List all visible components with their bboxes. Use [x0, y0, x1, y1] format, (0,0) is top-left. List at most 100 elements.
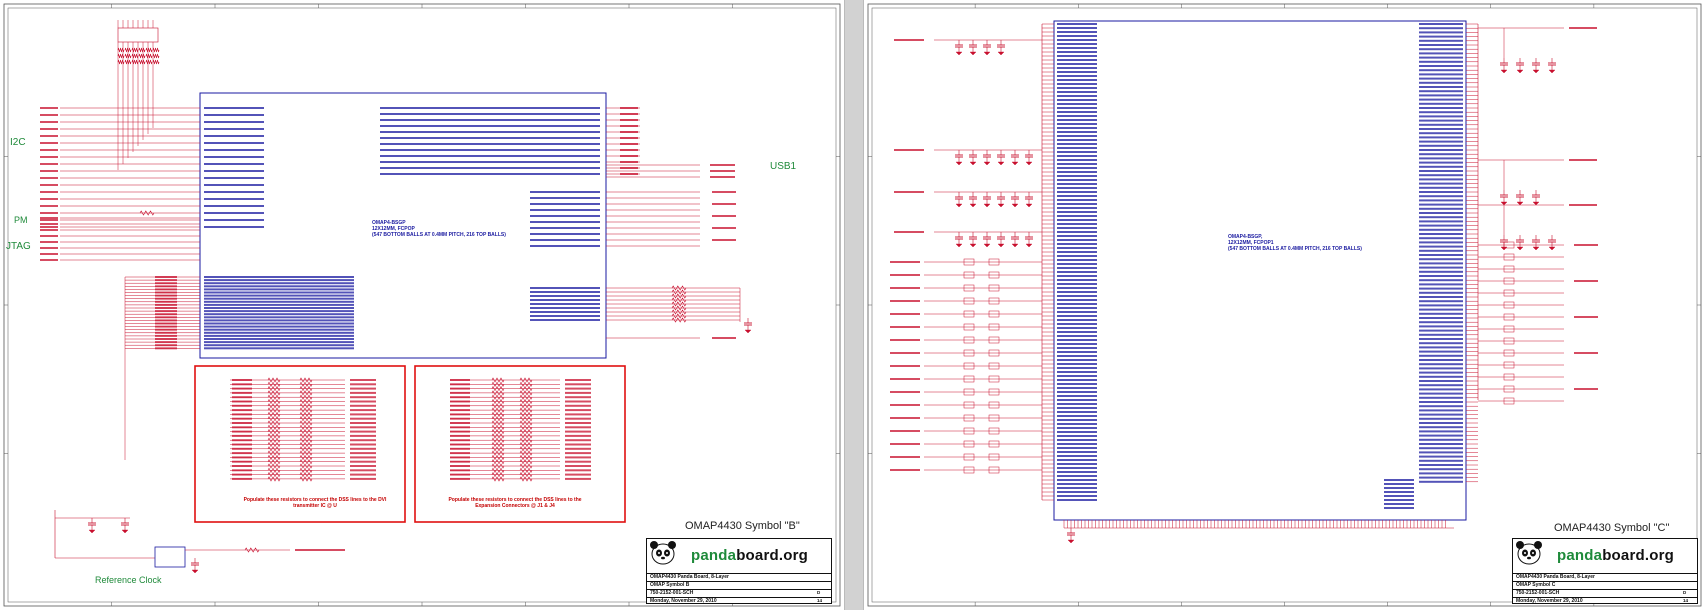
chip-pin-name — [1057, 363, 1097, 365]
net-label-reference-clock: Reference Clock — [95, 575, 162, 585]
decoupling-capacitor — [983, 203, 991, 208]
supply-net-name — [890, 443, 920, 445]
chip-pin-name — [1419, 354, 1463, 357]
supply-net-name — [1574, 352, 1598, 354]
dvi-resistor — [267, 454, 281, 461]
chip-pin-name — [1419, 262, 1463, 265]
supply-net-name — [894, 191, 924, 193]
chip-pin-name — [380, 131, 600, 133]
dss-net-name — [155, 319, 177, 322]
decoupling-capacitor — [988, 258, 1000, 266]
chip-pin-name — [1419, 186, 1463, 189]
chip-pin-name — [1057, 163, 1097, 165]
supply-net-name — [890, 391, 920, 393]
dvi-out-name — [350, 452, 376, 455]
exp-net-name — [450, 404, 470, 407]
right-net-name — [620, 149, 638, 151]
dss-net-name — [155, 344, 177, 347]
exp-resistor — [519, 377, 533, 383]
chip-pin-name — [1419, 65, 1463, 67]
exp-out-name — [565, 469, 591, 472]
dvi-net-name — [232, 460, 252, 463]
exp-net-name — [450, 379, 470, 381]
chip-pin-name — [1057, 67, 1097, 69]
dvi-resistor — [299, 416, 313, 422]
dvi-resistor — [299, 433, 313, 439]
dvi-net-name — [232, 473, 252, 476]
chip-pin-name — [1057, 283, 1097, 285]
chip-pin-name — [1384, 507, 1414, 509]
chip-pin-name — [1057, 63, 1097, 65]
exp-net-name — [450, 473, 470, 476]
exp-net-name — [450, 456, 470, 459]
right-net-name — [620, 131, 638, 133]
exp-resistor — [491, 390, 505, 396]
chip-pin-name — [1057, 135, 1097, 137]
chip-pin-name — [1419, 237, 1463, 240]
dvi-net-name — [232, 422, 252, 424]
chip-pin-name — [1057, 27, 1097, 29]
supply-net-name — [894, 231, 924, 233]
supply-net-name — [1569, 204, 1597, 206]
usb-net-name — [710, 176, 735, 178]
chip-pin-name — [1057, 39, 1097, 41]
chip-pin-name — [1419, 123, 1463, 126]
dvi-net-name — [232, 447, 252, 450]
exp-net-name — [450, 434, 470, 437]
chip-pin-name — [1057, 403, 1097, 405]
exp-net-name — [450, 447, 470, 450]
ground-symbol — [88, 529, 96, 534]
supply-net-name — [890, 300, 920, 302]
decoupling-capacitor — [1516, 201, 1524, 206]
chip-pin-name — [1057, 115, 1097, 117]
chip-pin-name — [1419, 132, 1463, 135]
decoupling-capacitor — [1532, 69, 1540, 74]
dss-pin-name — [204, 344, 354, 347]
dvi-out-name — [350, 473, 376, 476]
left-net-name — [40, 170, 58, 172]
chip-pin-name — [1057, 491, 1097, 493]
jtag-net-name — [40, 223, 58, 225]
chip-pin-name — [1419, 304, 1463, 307]
title-sheet-count: 14 — [1683, 598, 1689, 603]
jtag-net-name — [40, 217, 58, 219]
chip-pin-name — [1057, 231, 1097, 233]
dvi-resistor — [267, 381, 281, 387]
chip-pin-name — [1057, 443, 1097, 445]
decoupling-capacitor — [1503, 337, 1515, 345]
right-net-name — [712, 239, 736, 241]
supply-net-name — [890, 352, 920, 354]
chip-pin-name — [1419, 363, 1463, 366]
dvi-resistor — [267, 463, 281, 469]
chip-pin-name — [1419, 430, 1463, 433]
title-line-1: OMAP4430 Panda Board, 8-Layer — [647, 573, 831, 581]
chip-pin-name — [1419, 23, 1463, 25]
exp-resistor — [519, 476, 533, 482]
chip-pin-name — [1057, 287, 1097, 289]
decoupling-capacitor — [988, 284, 1000, 292]
decoupling-capacitor — [1548, 69, 1556, 74]
chip-pin-name — [204, 156, 264, 158]
chip-pin-name — [1419, 107, 1463, 109]
chip-pin-name — [1057, 107, 1097, 109]
dvi-out-name — [350, 417, 376, 420]
dss-net-name — [155, 294, 177, 297]
chip-pin-name — [1419, 346, 1463, 349]
schematic-sheet-c: OMAP4-BSGP, 12X12MM, FCPOP1 (547 BOTTOM … — [864, 0, 1705, 610]
chip-pin-name — [1419, 405, 1463, 408]
chip-pin-name — [1419, 455, 1463, 458]
decoupling-capacitor — [1025, 161, 1033, 166]
chip-pin-name — [1419, 56, 1463, 59]
title-block-c: pandaboard.org OMAP4430 Panda Board, 8-L… — [1512, 538, 1698, 604]
left-net-name — [40, 212, 58, 214]
chip-pin-name — [1057, 383, 1097, 385]
note-expansion-resistors: Populate these resistors to connect the … — [448, 497, 582, 509]
chip-pin-name — [1057, 347, 1097, 349]
decoupling-capacitor — [988, 440, 1000, 448]
chip-pin-name — [1419, 111, 1463, 114]
chip-pin-name — [1419, 388, 1463, 391]
chip-pin-name — [1057, 411, 1097, 413]
chip-pin-name — [1057, 43, 1097, 45]
chip-pin-name — [1419, 384, 1463, 387]
series-resistor — [671, 289, 687, 295]
